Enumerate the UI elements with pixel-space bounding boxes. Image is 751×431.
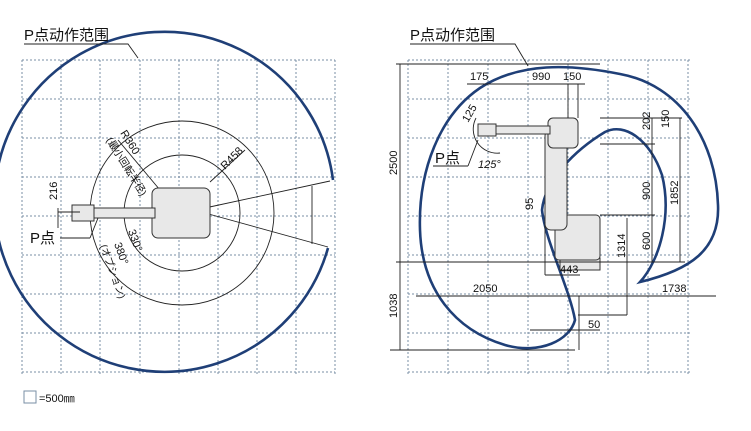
dim-150-top: 150 bbox=[563, 71, 581, 83]
legend-grid-square-icon bbox=[23, 390, 37, 404]
dim-202: 202 bbox=[641, 112, 653, 130]
left-title-leader bbox=[24, 43, 139, 59]
right-robot-side-view bbox=[472, 117, 601, 271]
dim-2050: 2050 bbox=[473, 283, 497, 295]
left-robot-top-view bbox=[57, 187, 211, 239]
right-title-leader bbox=[410, 43, 529, 67]
dim-2500: 2500 bbox=[388, 151, 400, 175]
dim-95: 95 bbox=[524, 198, 536, 210]
dim-1038: 1038 bbox=[388, 294, 400, 318]
dim-150-right: 150 bbox=[660, 110, 672, 128]
dim-990: 990 bbox=[532, 71, 550, 83]
right-title: P点动作范围 bbox=[410, 27, 495, 44]
left-p-point-label: P点 bbox=[30, 230, 55, 247]
dim-125: 125 bbox=[460, 103, 480, 125]
right-dimension-labels: 175 990 150 125 125° 202 150 2500 1852 9… bbox=[388, 71, 686, 331]
dim-600: 600 bbox=[641, 232, 653, 250]
dim-1738: 1738 bbox=[662, 283, 686, 295]
dim-50: 50 bbox=[588, 319, 600, 331]
left-angle-330: 330° bbox=[125, 228, 144, 253]
dim-900: 900 bbox=[641, 182, 653, 200]
legend-text: =500㎜ bbox=[39, 393, 75, 405]
right-dimension-lines bbox=[390, 63, 716, 351]
dim-443: 443 bbox=[560, 264, 578, 276]
right-p-point-label: P点 bbox=[435, 150, 460, 167]
right-envelope-curve bbox=[418, 65, 720, 350]
dim-1852: 1852 bbox=[669, 181, 681, 205]
left-envelope-arc bbox=[0, 30, 335, 374]
dim-1314: 1314 bbox=[616, 234, 628, 258]
left-r458-label: R458 bbox=[219, 145, 246, 172]
left-dim-216: 216 bbox=[48, 182, 60, 200]
left-title: P点动作范围 bbox=[24, 27, 109, 44]
dim-175: 175 bbox=[470, 71, 488, 83]
angle-125: 125° bbox=[478, 159, 501, 171]
